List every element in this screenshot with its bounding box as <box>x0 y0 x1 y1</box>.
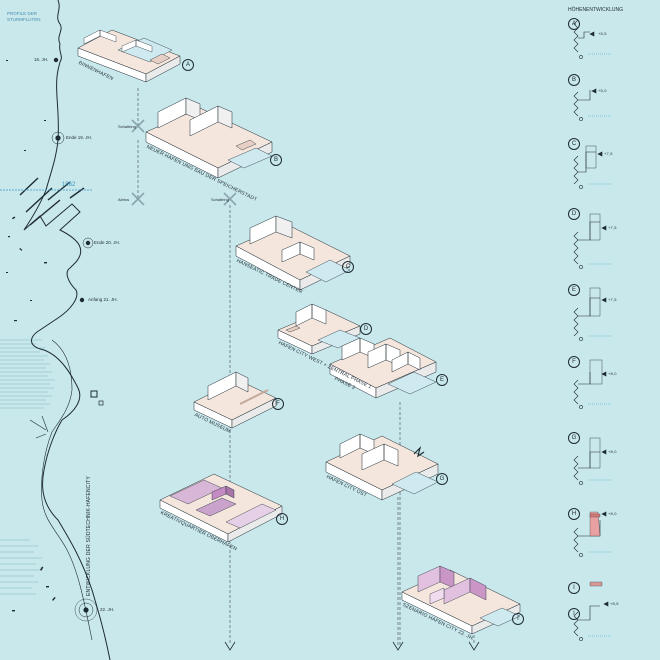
height-profiles <box>573 19 612 641</box>
cut-label-b: Abriss <box>118 197 130 202</box>
coastline-path <box>23 0 111 660</box>
profile-f-value: +8,0 <box>608 371 617 376</box>
profile-g-value: +8,0 <box>608 449 617 454</box>
profile-d-letter: D <box>568 208 580 220</box>
profile-c-letter: C <box>568 138 580 150</box>
block-f-letter: F <box>272 398 284 410</box>
year-marker: 1962 <box>62 182 76 188</box>
profile-e-value: +7,5 <box>608 297 617 302</box>
profile-b-letter: B <box>568 74 580 86</box>
block-e <box>329 337 437 399</box>
profile-a-value: +5,5 <box>598 31 607 36</box>
islands <box>6 60 56 612</box>
coastline-path-inner <box>41 339 93 641</box>
cut-markers <box>131 119 237 206</box>
profile-i-value: +8,5 <box>610 601 619 606</box>
block-d <box>277 303 361 355</box>
vertical-caption: ENTWICKLUNG DER SÜDTECHNIK-HAFENCITY <box>86 476 92 596</box>
profile-b-value: +5,0 <box>598 88 607 93</box>
height-header: HÖHENENTWICKLUNG <box>568 7 624 13</box>
block-a-letter: A <box>182 59 194 71</box>
river-fingers <box>19 177 85 226</box>
profile-a-letter: A <box>568 18 580 30</box>
profile-c-value: +7,5 <box>604 151 613 156</box>
block-h <box>159 473 283 543</box>
block-e-letter: E <box>436 374 448 386</box>
profile-h-value: +8,0 <box>608 511 617 516</box>
block-d-letter: D <box>360 323 372 335</box>
timeline-label-ende-20jh: Ende 20. JH. <box>94 240 121 245</box>
cut-label-c: Schaltring <box>211 197 229 202</box>
timeline-label-anfang-21jh: Anfang 21. JH. <box>88 297 118 302</box>
profile-i-letter: I <box>568 608 580 620</box>
left-hatching <box>0 339 55 595</box>
block-f <box>193 371 277 429</box>
block-b <box>145 97 273 179</box>
side-title-line-1: PROFILE DER <box>7 11 38 16</box>
profile-d-value: +7,5 <box>608 225 617 230</box>
timeline-label-22jh: 22. JH. <box>100 607 115 612</box>
side-title-line-2: STURMFLUTEN <box>7 17 41 22</box>
block-g <box>325 433 439 501</box>
side-title: PROFILE DER STURMFLUTEN <box>7 11 41 23</box>
timeline-points <box>51 57 98 622</box>
block-a <box>77 29 181 83</box>
block-c <box>235 215 351 291</box>
cut-label-a: Schaltring <box>118 124 136 129</box>
block-b-letter: B <box>270 154 282 166</box>
profile-i-letter-top: I <box>568 582 580 594</box>
timeline-label-ende-19jh: Ende 19. JH. <box>66 135 93 140</box>
block-i-letter: I <box>512 613 524 625</box>
block-h-letter: H <box>276 513 288 525</box>
profile-e-letter: E <box>568 284 580 296</box>
profile-g-letter: G <box>568 432 580 444</box>
block-i <box>401 565 521 635</box>
block-c-letter: C <box>342 261 354 273</box>
profile-f-letter: F <box>568 356 580 368</box>
profile-h-letter: H <box>568 508 580 520</box>
timeline-label-16jh: 16. JH. <box>34 57 49 62</box>
block-g-letter: G <box>436 473 448 485</box>
